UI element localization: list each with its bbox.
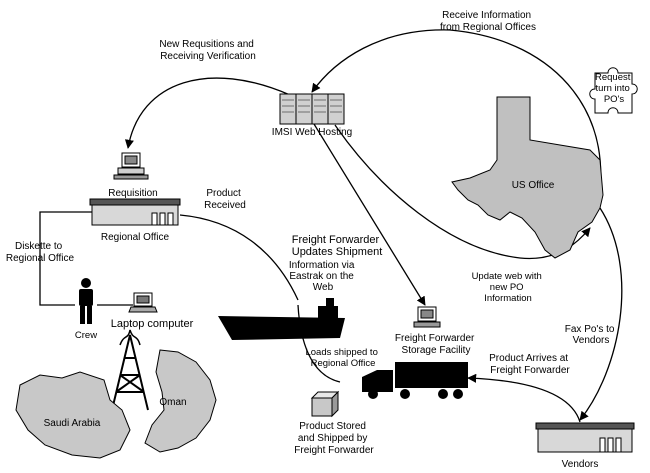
label-product-stored: Product Stored and Shipped by Freight Fo… bbox=[294, 421, 374, 456]
label-saudi-arabia: Saudi Arabia bbox=[44, 418, 101, 429]
oil-derrick-icon bbox=[111, 329, 149, 411]
vendors-building-icon bbox=[535, 422, 635, 453]
label-receive-info: Receive Information from Regional Office… bbox=[440, 10, 536, 33]
arrow-imsi-to-ff-storage bbox=[313, 123, 426, 306]
label-oman: Oman bbox=[159, 397, 186, 408]
cargo-ship-icon bbox=[218, 298, 345, 340]
texas-map-icon bbox=[451, 96, 604, 259]
line-diskette bbox=[39, 211, 92, 306]
label-loads-shipped: Loads shipped to Regional Office bbox=[305, 347, 380, 369]
arrow-requisitions-to-imsi bbox=[124, 77, 291, 149]
flow-arrows bbox=[39, 29, 623, 423]
label-product-received: Product Received bbox=[204, 188, 246, 211]
label-product-arrives: Product Arrives at Freight Forwarder bbox=[489, 353, 571, 376]
arrow-us-to-imsi bbox=[311, 29, 602, 216]
delivery-truck-icon bbox=[362, 362, 468, 399]
requisition-computer-icon bbox=[113, 152, 149, 180]
label-fax-pos: Fax Po's to Vendors bbox=[565, 324, 618, 346]
label-new-requisitions: New Requsitions and Receiving Verificati… bbox=[159, 39, 256, 62]
arrow-ship-to-regional bbox=[297, 304, 341, 383]
stored-boxes-icon bbox=[310, 390, 340, 418]
label-update-web: Update web with new PO Information bbox=[472, 271, 545, 304]
label-regional-office: Regional Office bbox=[101, 232, 170, 243]
label-crew: Crew bbox=[75, 330, 97, 341]
label-requisition: Requisition bbox=[108, 188, 157, 199]
label-ff-storage: Freight Forwarder Storage Facility bbox=[395, 333, 477, 356]
label-freight-updates: Freight Forwarder Updates Shipment bbox=[292, 234, 383, 258]
saudi-arabia-map-icon bbox=[15, 371, 131, 459]
request-puzzle-icon bbox=[589, 67, 638, 114]
arrow-truck-from-vendors bbox=[467, 373, 581, 423]
imsi-server-rack-icon bbox=[279, 93, 345, 125]
storage-facility-computer-icon bbox=[413, 306, 441, 328]
label-freight-updates-detail: Information via Eastrak on the Web bbox=[289, 260, 357, 293]
crew-person-icon bbox=[79, 278, 93, 324]
label-diskette: Diskette to Regional Office bbox=[6, 241, 75, 264]
arrow-us-to-vendors bbox=[579, 207, 623, 421]
label-vendors: Vendors bbox=[562, 459, 599, 470]
oman-map-icon bbox=[144, 349, 217, 453]
regional-office-building-icon bbox=[89, 198, 181, 226]
label-laptop: Laptop computer bbox=[111, 318, 194, 330]
laptop-computer-icon bbox=[128, 292, 158, 313]
label-us-office: US Office bbox=[512, 180, 555, 191]
label-imsi-hosting: IMSI Web Hosting bbox=[272, 127, 352, 138]
label-request-po: Request turn into PO's bbox=[595, 72, 633, 105]
arrow-regional-to-ship bbox=[179, 214, 299, 301]
